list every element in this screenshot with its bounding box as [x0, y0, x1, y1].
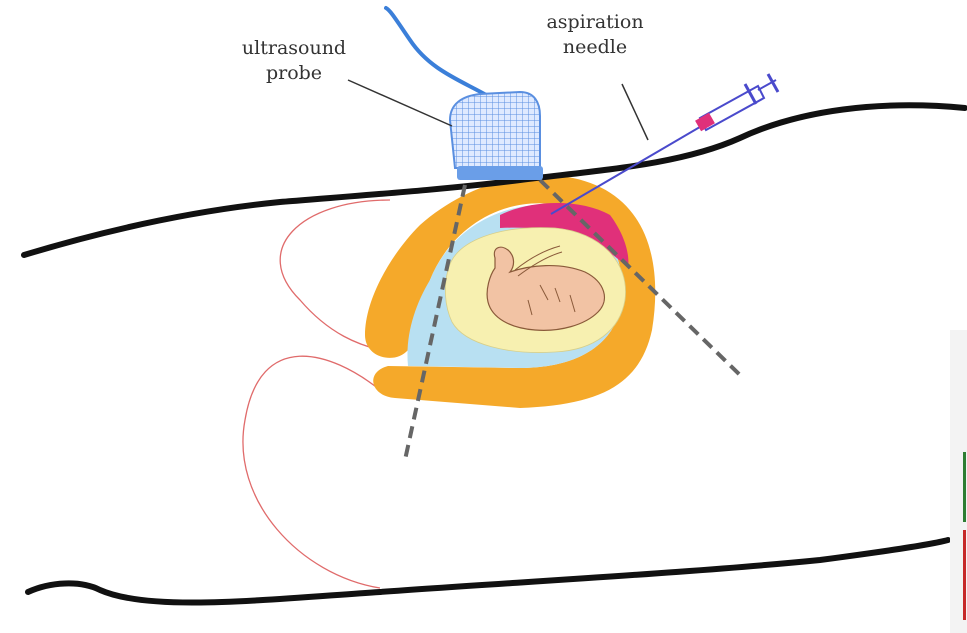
edge-accent-red: [963, 530, 966, 620]
needle-leader-line: [622, 84, 648, 140]
probe-label-line-2: probe: [232, 61, 356, 86]
syringe-icon: [551, 74, 778, 214]
needle-label-line-2: needle: [536, 35, 654, 60]
needle-label: aspiration needle: [536, 10, 654, 60]
probe-leader-line: [348, 80, 452, 126]
probe-label-line-1: ultrasound: [232, 36, 356, 61]
probe-label: ultrasound probe: [232, 36, 356, 86]
needle-label-line-1: aspiration: [536, 10, 654, 35]
skin-surface-lower: [28, 540, 948, 603]
ultrasound-probe-icon: [386, 8, 543, 180]
adjacent-window-edge: [950, 330, 967, 633]
bladder-outline: [243, 200, 390, 588]
edge-accent-green: [963, 452, 966, 522]
